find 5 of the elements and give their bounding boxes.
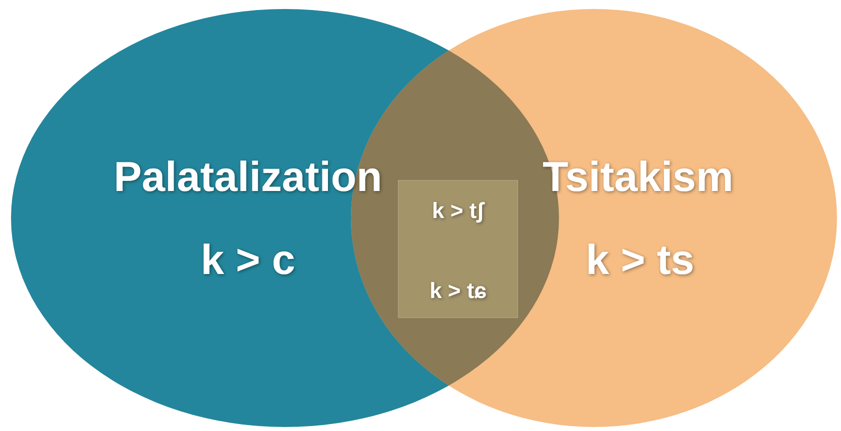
- set-heading: Palatalization: [114, 153, 382, 201]
- sound-change-label: k > ts: [586, 236, 694, 284]
- sound-change-label: k > tɕ: [430, 278, 486, 304]
- sound-change-label: k > c: [200, 236, 296, 284]
- sound-change-label: k > tʃ: [432, 198, 484, 224]
